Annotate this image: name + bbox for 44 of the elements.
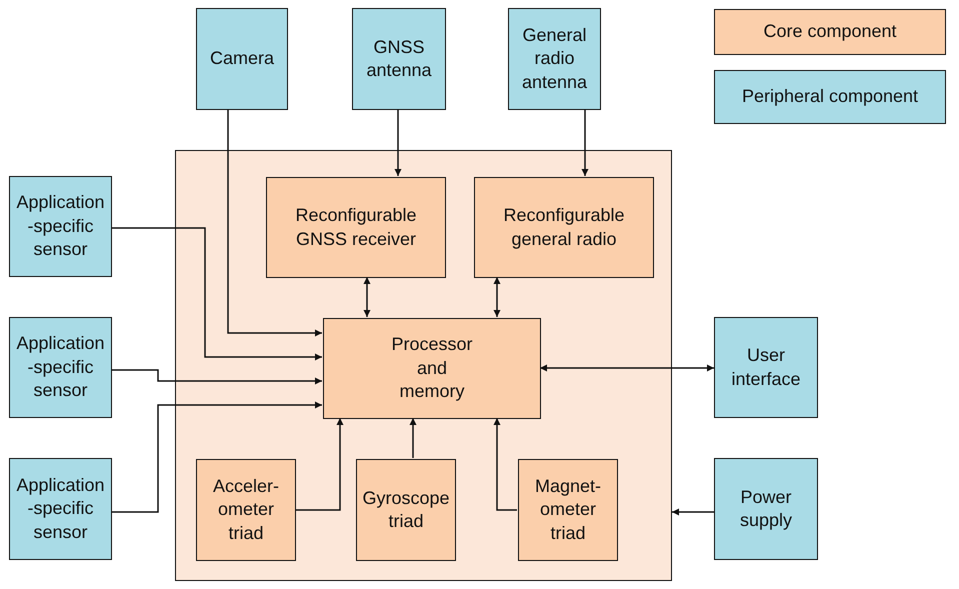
component-box: [518, 459, 618, 561]
legend-label: Core component: [763, 20, 897, 44]
arrow: [112, 402, 322, 513]
arrow: [394, 110, 402, 176]
node-label: Processor and memory: [390, 333, 474, 404]
arrow: [672, 508, 714, 516]
arrow: [227, 110, 322, 336]
node-label: Reconfigurable general radio: [502, 204, 626, 251]
component-box: [352, 8, 446, 110]
component-box: [474, 177, 654, 278]
arrow: [410, 418, 416, 458]
module-panel: [175, 150, 672, 581]
component-box: [508, 8, 601, 110]
component-box: [714, 458, 818, 560]
arrow: [364, 277, 370, 317]
component-box: [714, 317, 818, 418]
node-label: Gyroscope triad: [362, 486, 450, 533]
legend-label: Peripheral component: [742, 85, 918, 108]
arrow: [112, 227, 322, 360]
node-label: Camera: [210, 47, 274, 70]
arrow: [582, 110, 588, 176]
node-label: Reconfigurable GNSS receiver: [294, 204, 418, 250]
component-box: [9, 458, 112, 560]
node-label: Application -specific sensor: [16, 474, 105, 544]
component-box: [196, 8, 288, 110]
node-label: User interface: [730, 344, 802, 390]
component-box: [9, 317, 112, 418]
node-label: Application -specific sensor: [16, 332, 105, 402]
arrow: [112, 369, 322, 384]
node-label: Magnet- ometer triad: [534, 474, 602, 545]
component-box: [356, 459, 456, 561]
component-box: [266, 177, 446, 278]
node-label: Application -specific sensor: [16, 191, 105, 262]
arrow: [494, 418, 517, 511]
node-label: General radio antenna: [520, 24, 588, 94]
node-label: GNSS antenna: [365, 36, 433, 82]
arrow: [540, 364, 714, 372]
component-box: [323, 318, 541, 419]
arrow: [494, 277, 500, 317]
arrow: [295, 418, 344, 511]
node-label: Power supply: [738, 486, 794, 532]
node-label: Acceler- ometer triad: [212, 474, 280, 545]
component-box: [9, 176, 112, 277]
component-box: [196, 459, 296, 561]
